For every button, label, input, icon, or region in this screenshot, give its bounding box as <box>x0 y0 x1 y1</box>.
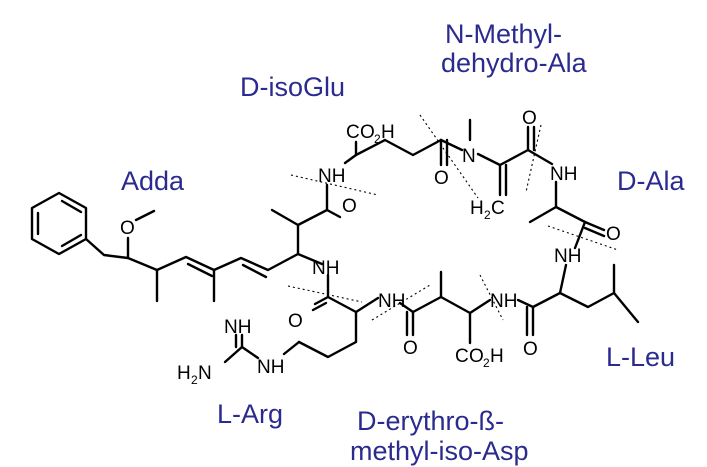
leu-amide-nh: NH <box>554 246 581 267</box>
glu-carbonyl-oxygen: O <box>434 168 449 189</box>
adda-c-o <box>325 208 342 219</box>
guanidine-amine-n: N <box>198 363 212 384</box>
phenyl-double-3 <box>60 233 83 248</box>
arg-amide-nh: NH <box>378 291 405 312</box>
masp-carboxyl-subscript: 2 <box>483 356 490 370</box>
arg-c-o-double <box>311 301 328 312</box>
guan-nh-c <box>240 345 260 360</box>
mdha-c-n <box>526 148 554 166</box>
label-n-methyl: N-Methyl- <box>445 19 562 49</box>
label-methyl-iso-asp: methyl-iso-Asp <box>350 436 529 466</box>
cut-leu-masp <box>479 274 504 321</box>
label-d-isoglu: D-isoGlu <box>240 72 345 102</box>
glu-c-n <box>439 138 464 152</box>
adda-ca-nh <box>296 252 324 266</box>
masp-n-ca <box>468 298 492 315</box>
mdha-carbonyl-oxygen: O <box>522 108 537 129</box>
arg-c-o <box>313 295 330 306</box>
glu-carboxyl-subscript: 2 <box>374 132 381 146</box>
masp-carboxyl-h: H <box>490 346 504 367</box>
label-dehydro-ala: dehydro-Ala <box>441 48 588 78</box>
leu-n-ca <box>558 263 568 295</box>
masp-amide-nh: NH <box>490 291 517 312</box>
guanidine-amine-h: H <box>177 363 191 384</box>
leu-side-chain-2 <box>612 291 640 324</box>
mdha-methylene-subscript: 2 <box>484 208 491 222</box>
cut-mdha-ala <box>525 124 542 193</box>
label-d-erythro-beta: D-erythro-ß- <box>357 406 504 436</box>
methoxy-bond <box>134 209 156 222</box>
ala-ca-co <box>554 205 587 224</box>
mdha-nitrogen: N <box>462 146 476 167</box>
adda-methyl-3 <box>270 208 300 227</box>
arg-c-nh <box>282 340 301 356</box>
glu-carboxyl-h: H <box>381 122 395 143</box>
guanidine-nh: NH <box>257 357 284 378</box>
adda-alkene-1 <box>186 262 214 278</box>
arg-side-chain <box>297 310 358 359</box>
leu-side-chain-1 <box>558 263 616 309</box>
masp-ca-cb <box>439 295 472 315</box>
guan-c-nh2 <box>223 345 244 364</box>
guanidine-amine-subscript: 2 <box>191 373 198 387</box>
glu-side-chain <box>354 138 443 157</box>
glu-n-ca <box>343 153 358 165</box>
glu-carboxyl-o: O <box>360 122 375 143</box>
phenyl-double-2 <box>60 199 83 214</box>
guanidine-imine-nh: NH <box>224 317 251 338</box>
methoxy-oxygen: O <box>120 218 135 239</box>
leu-ca-co <box>531 291 562 309</box>
residue-cut-lines <box>287 114 619 321</box>
cut-ala-leu <box>547 225 619 251</box>
adda-co <box>296 208 329 227</box>
label-l-arg: L-Arg <box>217 399 283 429</box>
mdha-ca-co <box>498 148 530 167</box>
adda-alkene-2 <box>241 263 268 279</box>
glu-amide-nh: NH <box>318 166 345 187</box>
ala-c-n <box>573 220 587 250</box>
cut-glu-mdha <box>419 114 479 199</box>
ala-c-o <box>583 220 606 232</box>
residue-labels: Adda D-isoGlu N-Methyl- dehydro-Ala D-Al… <box>121 19 685 466</box>
ala-amide-nh: NH <box>550 164 577 185</box>
mdha-n-ca <box>476 152 502 167</box>
ala-methyl <box>528 205 558 224</box>
atom-labels: O O NH NH C O 2 H O N H 2 C O NH O NH NH… <box>120 108 621 387</box>
masp-carboxyl-o: O <box>469 346 484 367</box>
masp-carbonyl-oxygen: O <box>403 338 418 359</box>
adda-amide-nh: NH <box>312 258 339 279</box>
bonds <box>30 118 640 364</box>
ala-c-o-double <box>583 226 606 238</box>
cut-masp-arg <box>371 284 431 321</box>
mdha-methylene-h: H <box>470 198 484 219</box>
leu-carbonyl-oxygen: O <box>523 339 538 360</box>
arg-ca-co <box>326 295 358 314</box>
arg-n-ca <box>354 296 380 314</box>
glu-carboxyl-c: C <box>346 122 360 143</box>
masp-cb-co <box>411 295 443 314</box>
ala-carbonyl-oxygen: O <box>606 224 621 245</box>
leu-c-n <box>516 298 535 309</box>
phenyl-ring <box>30 191 88 256</box>
label-adda: Adda <box>121 166 185 196</box>
label-l-leu: L-Leu <box>606 342 675 372</box>
masp-carboxyl-c: C <box>455 346 469 367</box>
masp-c-n <box>398 301 415 314</box>
mdha-methylene-c: C <box>491 198 505 219</box>
label-d-ala: D-Ala <box>617 166 685 196</box>
adda-chain <box>84 237 300 272</box>
arg-carbonyl-oxygen: O <box>288 311 303 332</box>
adda-carbonyl-oxygen: O <box>342 196 357 217</box>
